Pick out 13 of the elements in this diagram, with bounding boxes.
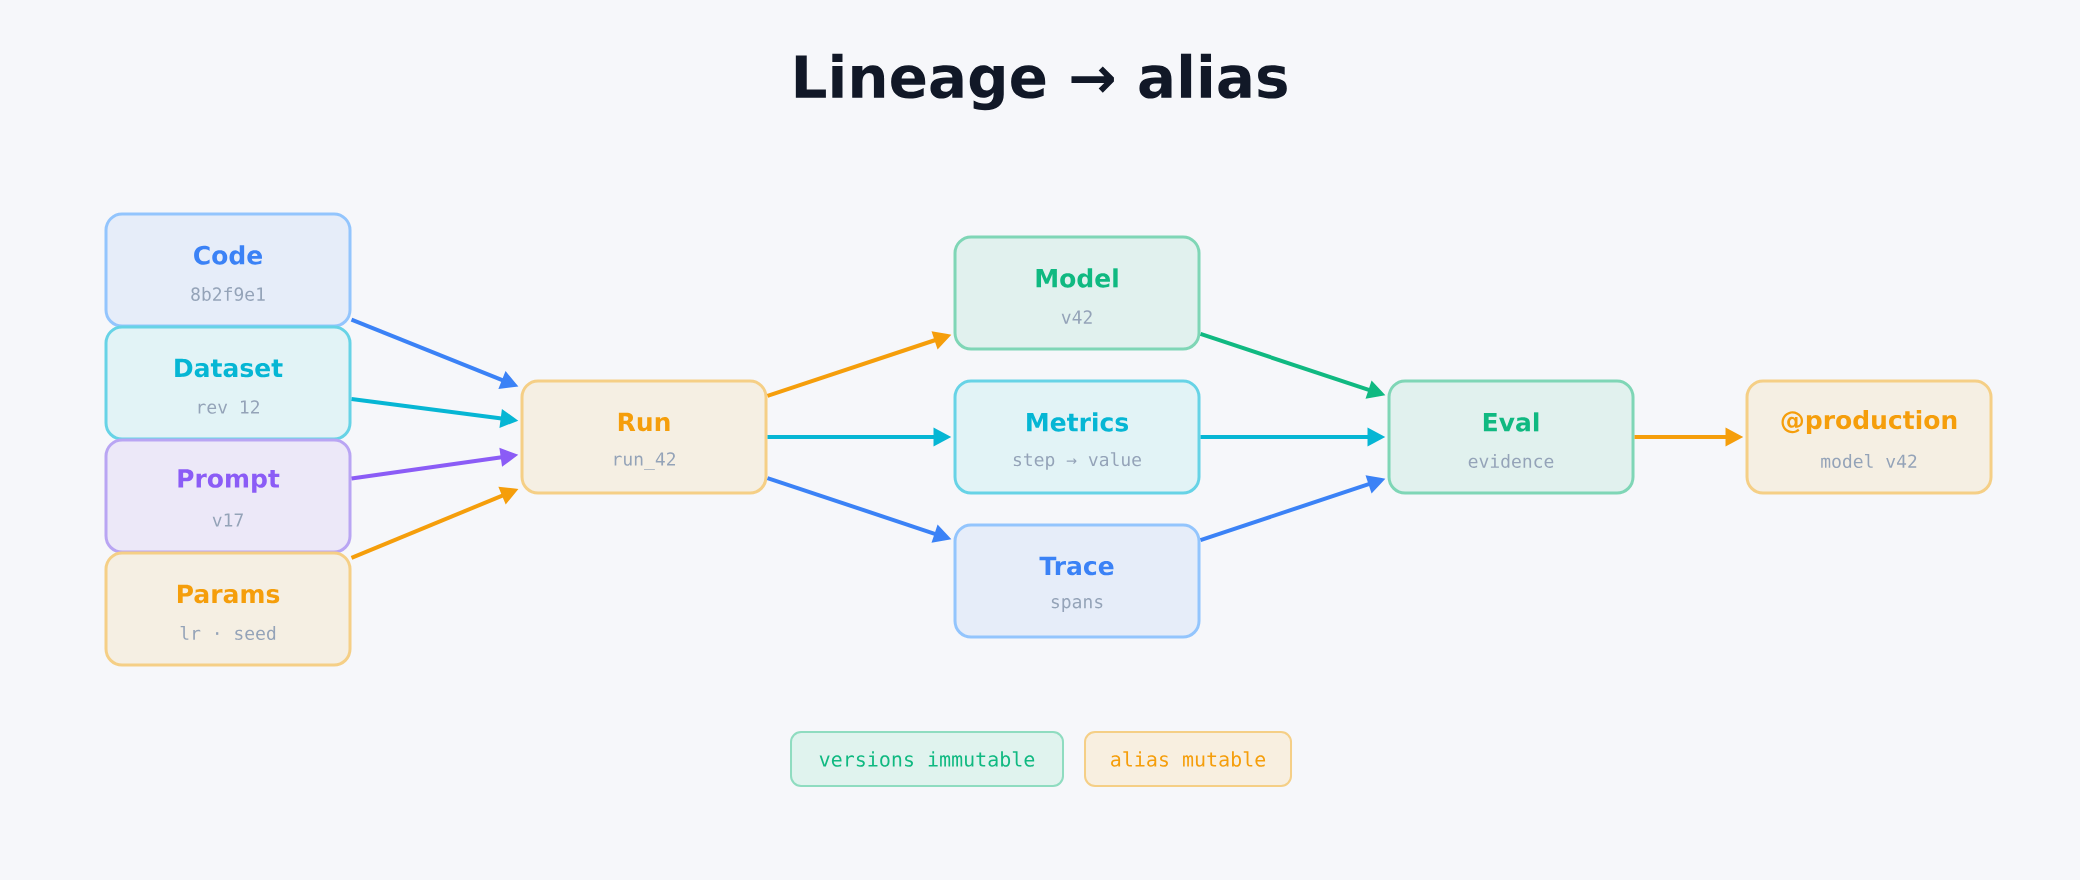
process-box: Prompt v17 xyxy=(104,438,352,554)
legend-item: versions immutable xyxy=(790,731,1064,787)
title: Lineage → alias xyxy=(795,53,1287,111)
process-box: Dataset rev 12 xyxy=(104,325,352,441)
process-box: Model v42 xyxy=(953,235,1201,351)
process-box: Params lr · seed xyxy=(104,551,352,667)
process-box: Eval evidence xyxy=(1387,379,1635,495)
process-box: Run run_42 xyxy=(520,379,768,495)
process-box: @production model v42 xyxy=(1745,379,1993,495)
process-box: Code 8b2f9e1 xyxy=(104,212,352,328)
legend-item: alias mutable xyxy=(1084,731,1292,787)
process-box: Trace spans xyxy=(953,523,1201,639)
process-box: Metrics step → value xyxy=(953,379,1201,495)
